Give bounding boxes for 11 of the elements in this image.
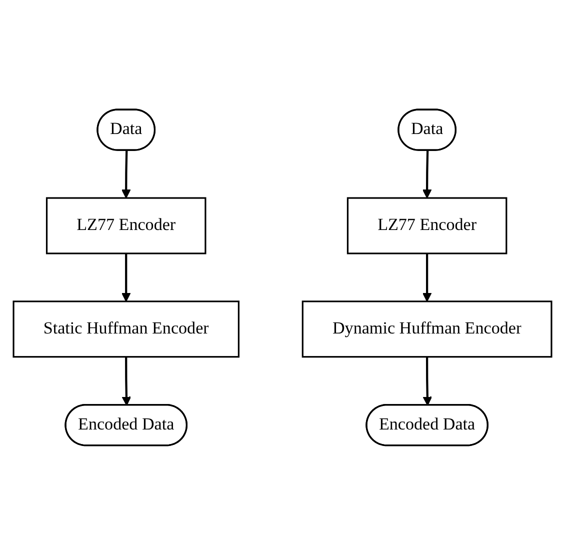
arrow <box>122 356 132 406</box>
arrow <box>422 356 432 406</box>
node-box <box>12 300 240 358</box>
arrow <box>121 150 131 198</box>
node-box <box>346 196 508 254</box>
arrow <box>422 150 432 198</box>
node-box <box>46 196 206 254</box>
arrow <box>121 253 131 302</box>
node-box <box>302 300 552 358</box>
flowchart-drawing: Data LZ77 Encoder Static Huffman Encoder Encoded Data Data LZ77 Encoder Dynamic Huffman Encoder Encoded Data <box>5 100 560 454</box>
arrow <box>422 253 432 302</box>
